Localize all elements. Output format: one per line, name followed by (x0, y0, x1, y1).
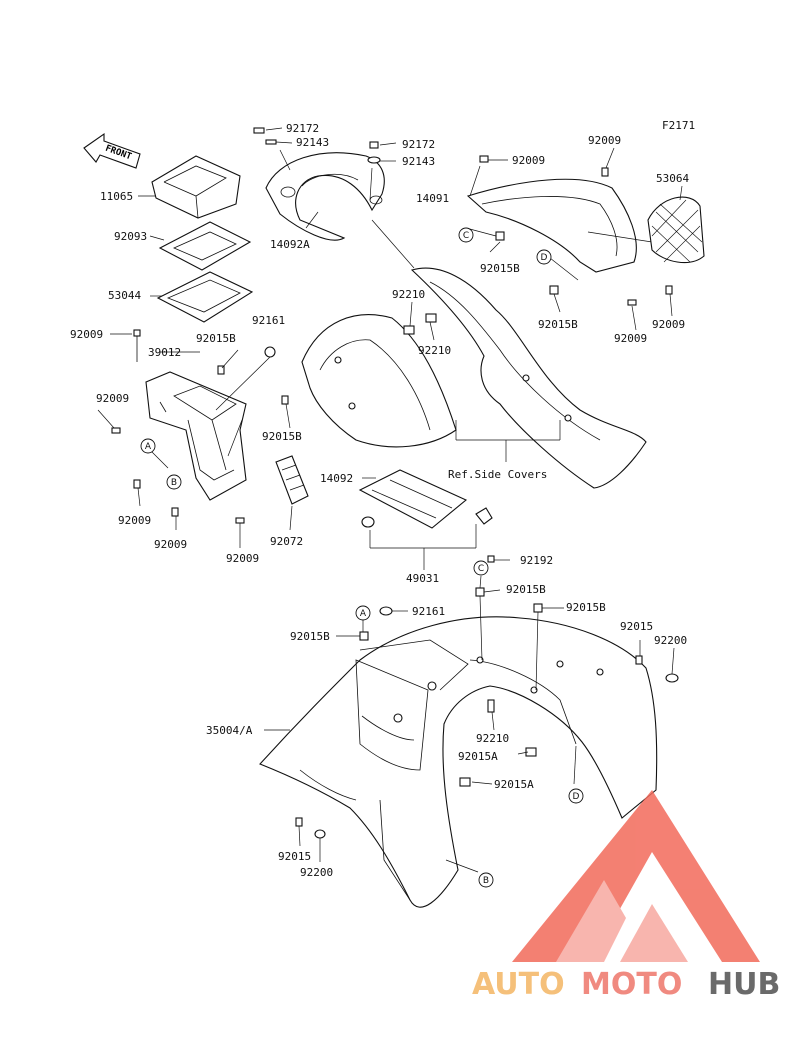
part-label: 14091 (416, 192, 449, 205)
svg-text:D: D (573, 792, 580, 802)
part-label: 14092A (270, 238, 310, 251)
part-label: 92161 (412, 605, 445, 618)
part-label: 92009 (614, 332, 647, 345)
svg-text:C: C (478, 564, 484, 574)
part-label: 92143 (402, 155, 435, 168)
side-cover-left-ref (301, 314, 457, 448)
callout-b-lower: B (478, 872, 494, 888)
part-label: 92161 (252, 314, 285, 327)
part-label: 92015B (506, 583, 546, 596)
part-label: 92015 (278, 850, 311, 863)
part-label: 92210 (418, 344, 451, 357)
part-label: 92172 (402, 138, 435, 151)
part-label: 53064 (656, 172, 689, 185)
watermark-text: AUTO MOTO HUB (472, 967, 780, 1002)
ref-side-covers-label: Ref.Side Covers (448, 468, 547, 481)
part-label: 92009 (154, 538, 187, 551)
svg-text:A: A (360, 609, 367, 619)
diagram-code: F2171 (662, 119, 695, 132)
trim-14092A (265, 152, 385, 241)
front-arrow-icon: FRONT (83, 132, 141, 169)
watermark-hub: HUB (708, 967, 780, 1002)
part-label: 92192 (520, 554, 553, 567)
bolt-icons-left (111, 329, 289, 524)
bolt-icons-lower (295, 587, 679, 839)
tray-14092 (358, 469, 493, 529)
svg-text:A: A (145, 442, 152, 452)
part-label: 92200 (654, 634, 687, 647)
part-label: 92015B (480, 262, 520, 275)
watermark-auto: AUTO (472, 967, 565, 1002)
part-label: 92143 (296, 136, 329, 149)
part-label: 92015B (196, 332, 236, 345)
part-label: 53044 (108, 289, 141, 302)
part-label: 35004/A (206, 724, 253, 737)
part-label: 92210 (392, 288, 425, 301)
part-label: 11065 (100, 190, 133, 203)
part-label: 39012 (148, 346, 181, 359)
side-cover-14091 (466, 178, 653, 273)
part-label: 92172 (286, 122, 319, 135)
part-label: 92093 (114, 230, 147, 243)
lid-11065 (151, 155, 241, 219)
svg-text:B: B (483, 876, 489, 886)
callout-a-upper: A (140, 438, 156, 454)
part-label: 92210 (476, 732, 509, 745)
part-label: 92015B (538, 318, 578, 331)
part-label: 92015A (458, 750, 498, 763)
part-labels: 11065 92093 53044 92009 92161 39012 9201… (70, 122, 689, 879)
watermark-moto: MOTO (581, 967, 682, 1002)
part-label: 92015A (494, 778, 534, 791)
part-label: 92009 (588, 134, 621, 147)
rear-fender-35004A (259, 616, 658, 908)
part-label: 92072 (270, 535, 303, 548)
part-label: 92015B (262, 430, 302, 443)
part-label: 92009 (652, 318, 685, 331)
callout-d-lower: D (568, 788, 584, 804)
part-label: 92015B (566, 601, 606, 614)
gasket-92093 (158, 221, 252, 271)
side-cover-right-ref (410, 267, 647, 489)
part-label: 92200 (300, 866, 333, 879)
part-label: 92009 (512, 154, 545, 167)
grille-53064 (647, 196, 705, 264)
part-label: 92009 (96, 392, 129, 405)
part-label: 92015B (290, 630, 330, 643)
part-label: 92015 (620, 620, 653, 633)
callout-c-lower: C (473, 560, 489, 576)
storage-box-39012 (145, 371, 247, 501)
part-label: 92009 (226, 552, 259, 565)
bolt-icons-top (253, 127, 609, 177)
bolt-icons-right (495, 231, 673, 306)
part-label: 92009 (70, 328, 103, 341)
seal-53044 (156, 271, 254, 323)
bolt-92192 (487, 555, 495, 563)
part-label: 14092 (320, 472, 353, 485)
svg-text:C: C (463, 231, 469, 241)
callout-b-upper: B (166, 474, 182, 490)
clips-92210 (403, 313, 437, 335)
callout-a-lower: A (355, 605, 371, 621)
leader-lines (97, 127, 683, 873)
part-label: 92009 (118, 514, 151, 527)
callout-c-upper: C (458, 227, 474, 243)
callout-d-upper: D (536, 249, 552, 265)
part-label: 49031 (406, 572, 439, 585)
watermark-logo-icon (512, 790, 760, 962)
vent-grille-92072 (275, 455, 309, 505)
svg-text:B: B (171, 478, 177, 488)
svg-text:D: D (541, 253, 548, 263)
